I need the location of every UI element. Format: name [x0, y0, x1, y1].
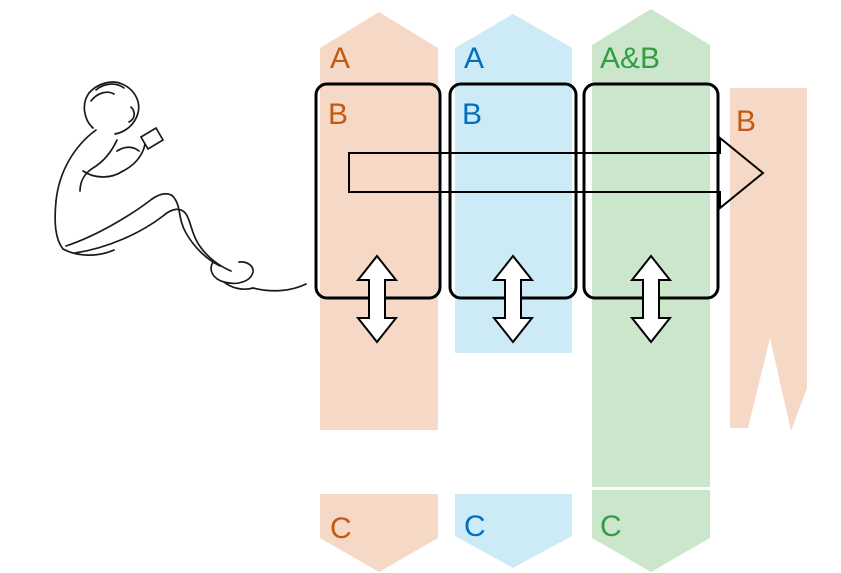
- band-stream2-blue: [455, 14, 572, 353]
- person-seat: [62, 248, 115, 256]
- double-arrow-stream2: [491, 254, 535, 344]
- person-phone: [139, 126, 165, 151]
- band-stream2-bottom-chevron: [455, 494, 572, 568]
- band-right-peach: [730, 88, 807, 431]
- person-forearm: [122, 143, 146, 172]
- person-upper-arm: [82, 170, 124, 178]
- label-stream1-top: A: [330, 42, 350, 75]
- person-line-drawing: [54, 81, 307, 292]
- label-stream2-top: A: [464, 42, 484, 75]
- ground-line: [252, 283, 307, 292]
- person-shin: [151, 192, 221, 267]
- person-back: [54, 129, 97, 250]
- person-hair-line-1: [90, 91, 115, 102]
- person-hair-line-2: [95, 83, 125, 91]
- person-shoe: [210, 261, 254, 285]
- person-chest: [79, 139, 118, 192]
- label-stream3-bottom: C: [600, 510, 622, 543]
- label-stream1-bottom: C: [330, 512, 352, 545]
- horizontal-flow-arrow: [348, 135, 765, 211]
- band-stream1-bottom-chevron: [320, 494, 438, 572]
- band-stream3-bottom-chevron: [592, 490, 710, 572]
- person-leg-line-2: [74, 208, 232, 272]
- person-hand: [116, 146, 140, 152]
- band-stream1-peach: [320, 12, 438, 430]
- double-arrow-stream3: [629, 254, 673, 344]
- label-stream1-box: B: [328, 98, 348, 131]
- label-stream3-top: A&B: [600, 42, 660, 75]
- band-stream3-green: [592, 9, 710, 487]
- label-stream2-bottom: C: [464, 510, 486, 543]
- label-stream2-box: B: [462, 98, 482, 131]
- person-thigh: [65, 198, 153, 247]
- person-shoe-sole: [223, 281, 254, 291]
- label-stream-right: B: [736, 105, 756, 138]
- person-face: [128, 106, 135, 123]
- person-head: [83, 81, 140, 135]
- double-arrow-stream1: [355, 254, 399, 344]
